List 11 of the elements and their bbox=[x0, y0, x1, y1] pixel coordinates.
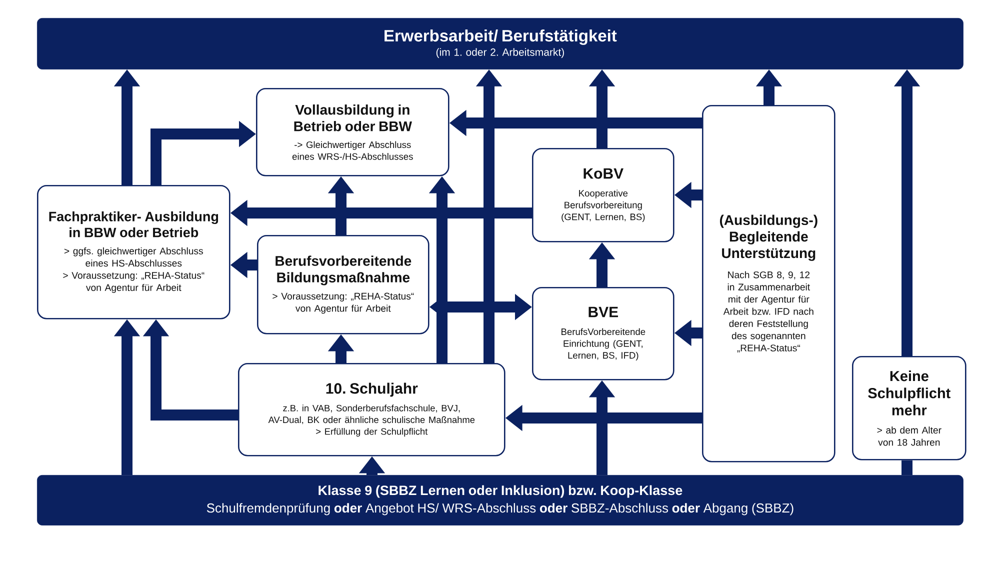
info-box: BVE BerufsVorbereitende Einrichtung (GENT, Lernen, BS, IFD) bbox=[532, 287, 674, 380]
banner: Erwerbsarbeit/ Berufstätigkeit (im 1. oder 2. Arbeitsmarkt) bbox=[37, 18, 964, 70]
connector-line bbox=[902, 460, 913, 475]
info-box: 10. Schuljahr z.B. in VAB, Sonderberufsfachschule, BVJ, AV-Dual, BK oder ähnliche schulische Maßnahme > Erfüllung der Schulpflicht bbox=[238, 363, 506, 456]
info-box: KoBV Kooperative Berufsvorbereitung (GENT, Lernen, BS) bbox=[532, 148, 674, 242]
info-box: Vollausbildung in Betrieb oder BBW -> Gleichwertiger Abschluss eines WRS-/HS-Abschlusses bbox=[256, 88, 450, 176]
info-box: Fachpraktiker- Ausbildung in BBW oder Betrieb > ggfs. gleichwertiger Abschluss eines HS-Abschlusses > Voraussetzung: „REHA-Status“ von Agentur für Arbeit bbox=[37, 185, 230, 320]
info-box: (Ausbildungs-) Begleitende Unterstützung Nach SGB 8, 9, 12 in Zusammenarbeit mit der Agentur für Arbeit bzw. IFD nach deren Feststellung des sogenannten „REHA-Status“ bbox=[702, 105, 836, 462]
banner: Klasse 9 (SBBZ Lernen oder Inklusion) bzw. Koop-Klasse Schulfremdenprüfung oder Angebot HS/ WRS-Abschluss oder SBBZ-Abschluss oder Abgang (SBBZ) bbox=[37, 475, 964, 526]
info-box: Keine Schulpflicht mehr > ab dem Alter von 18 Jahren bbox=[852, 356, 966, 460]
info-box: Berufsvorbereitende Bildungsmaßnahme > Voraussetzung: „REHA-Status“ von Agentur für Arbeit bbox=[257, 235, 430, 334]
